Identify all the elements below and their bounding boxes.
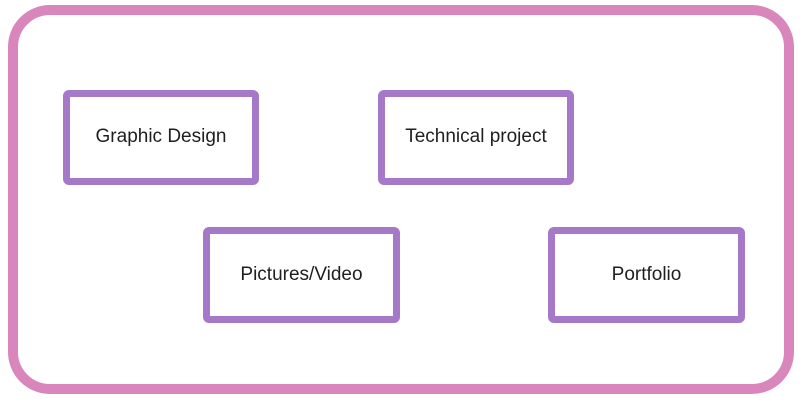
node-portfolio[interactable]: Portfolio (548, 227, 745, 323)
node-pictures-video-label: Pictures/Video (240, 263, 363, 285)
node-portfolio-label: Portfolio (611, 263, 682, 285)
node-graphic-design-label: Graphic Design (95, 126, 227, 148)
outer-frame (8, 5, 794, 394)
node-technical-project-label: Technical project (405, 126, 547, 148)
node-technical-project[interactable]: Technical project (378, 90, 574, 185)
node-pictures-video[interactable]: Pictures/Video (203, 227, 400, 323)
node-graphic-design[interactable]: Graphic Design (63, 90, 259, 185)
